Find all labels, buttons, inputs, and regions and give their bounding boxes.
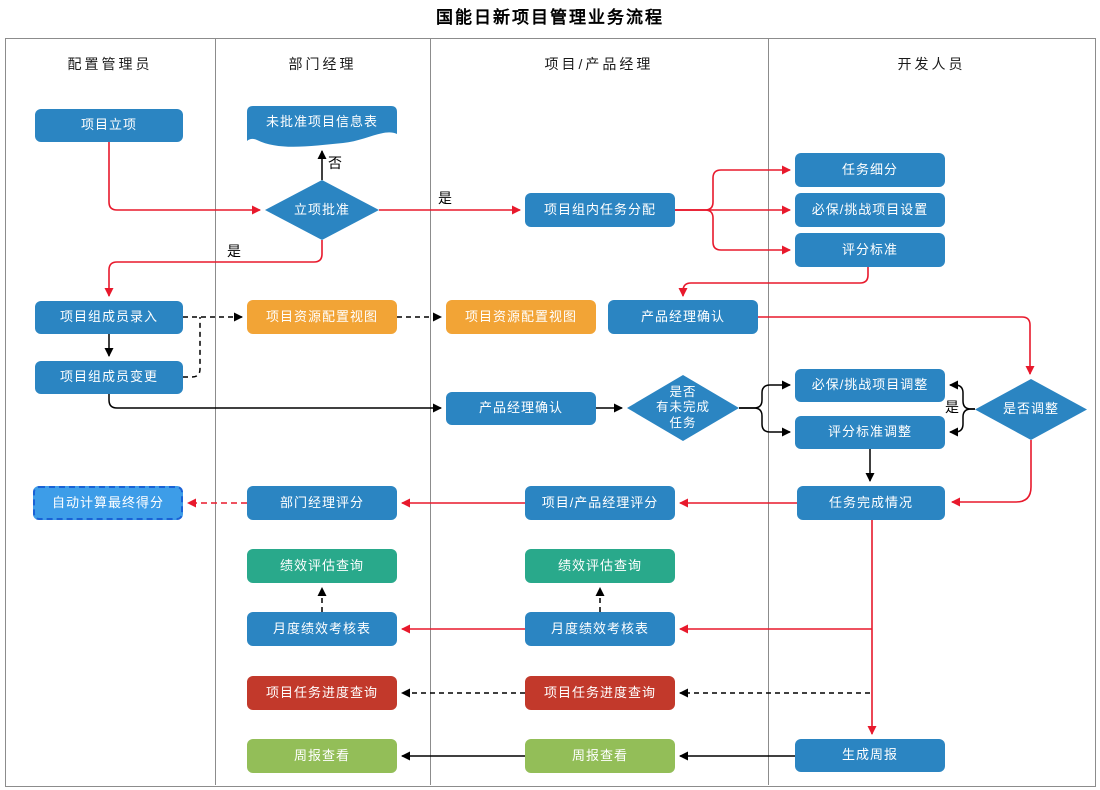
edge-label-yes-adjust: 是 [945,399,959,415]
node-label: 必保/挑战项目调整 [811,377,929,393]
edge-label-yes-right: 是 [438,190,452,206]
node-project-initiation[interactable]: 项目立项 [35,109,183,142]
node-team-member-change[interactable]: 项目组成员变更 [35,361,183,394]
node-must-challenge-setup[interactable]: 必保/挑战项目设置 [795,193,945,227]
node-task-breakdown[interactable]: 任务细分 [795,153,945,187]
document-shape [247,106,397,147]
node-label: 项目/产品经理评分 [541,494,659,510]
node-label: 周报查看 [293,747,350,763]
node-approval-decision[interactable]: 立项批准 [265,180,379,240]
edge-assignment-to-scoring-standard [675,209,791,255]
node-label: 评分标准 [841,241,898,257]
node-label: 项目立项 [80,117,137,133]
node-pm-score[interactable]: 项目/产品经理评分 [525,486,675,520]
lane-header-dept-manager: 部门经理 [288,56,357,72]
node-label: 项目组成员录入 [59,309,158,325]
node-pm-confirm-top[interactable]: 产品经理确认 [608,300,758,334]
node-perf-eval-query-pm[interactable]: 绩效评估查询 [525,549,675,583]
node-perf-eval-query-dept[interactable]: 绩效评估查询 [247,549,397,583]
node-label: 部门经理评分 [279,494,364,510]
swimlane-pool [5,38,1096,787]
node-label: 项目资源配置视图 [265,308,378,324]
diagram-title: 国能日新项目管理业务流程 [436,8,664,27]
node-weekly-report-view-pm[interactable]: 周报查看 [525,739,675,773]
node-adjust-decision[interactable]: 是否调整 [975,379,1087,440]
edge-assignment-to-task-breakdown [675,165,791,211]
node-label: 任务完成情况 [828,494,913,510]
node-label: 未批准项目信息表 [265,114,378,130]
node-task-progress-query-pm[interactable]: 项目任务进度查询 [525,676,675,710]
edge-adjust-decision-to-task-completion [951,440,1032,507]
edge-scoring-standard-to-pm-confirm [678,267,869,297]
diamond-shape [627,375,739,441]
node-unfinished-task-decision[interactable]: 是否 有未完成 任务 [627,375,739,441]
node-label: 项目组成员变更 [59,369,158,385]
lane-header-config-admin: 配置管理员 [67,56,153,72]
node-label: 是否调整 [1002,401,1059,417]
node-task-progress-query-dept[interactable]: 项目任务进度查询 [247,676,397,710]
node-label: 自动计算最终得分 [51,494,164,510]
edge-pm-confirm-to-adjust-decision [758,316,1035,375]
node-team-task-assignment[interactable]: 项目组内任务分配 [525,193,675,227]
node-generate-weekly-report[interactable]: 生成周报 [795,739,945,772]
node-weekly-report-view-dept[interactable]: 周报查看 [247,739,397,773]
node-label: 项目资源配置视图 [464,308,577,324]
node-monthly-perf-table-pm[interactable]: 月度绩效考核表 [525,612,675,646]
edge-label-no: 否 [328,155,342,171]
lane-divider-2 [430,38,431,785]
node-label: 产品经理确认 [478,400,563,416]
node-must-challenge-adjust[interactable]: 必保/挑战项目调整 [795,369,945,402]
diamond-shape [265,180,379,240]
node-dept-manager-score[interactable]: 部门经理评分 [247,486,397,520]
diamond-shape [975,379,1087,440]
edge-initiation-to-approval [108,142,261,215]
node-label: 必保/挑战项目设置 [811,201,929,217]
node-pm-confirm-mid[interactable]: 产品经理确认 [446,392,596,425]
node-task-completion[interactable]: 任务完成情况 [797,486,945,520]
node-auto-final-score[interactable]: 自动计算最终得分 [33,486,183,520]
node-label: 评分标准调整 [827,424,912,440]
node-team-member-entry[interactable]: 项目组成员录入 [35,301,183,334]
node-label: 绩效评估查询 [279,557,364,573]
lane-divider-3 [768,38,769,785]
node-scoring-adjust[interactable]: 评分标准调整 [795,416,945,449]
node-label: 项目任务进度查询 [543,684,656,700]
edge-adjust-yes-to-scoring-adjust [949,408,975,437]
edge-adjust-yes-to-must-challenge-adjust [949,380,975,410]
edge-member-change-join [183,317,201,378]
node-label: 月度绩效考核表 [550,620,649,636]
node-label: 立项批准 [293,201,350,217]
node-scoring-standard[interactable]: 评分标准 [795,233,945,267]
node-label: 周报查看 [571,747,628,763]
node-label: 是否 有未完成 任务 [655,384,710,430]
edge-unfinished-to-must-challenge-adjust [739,380,791,409]
node-monthly-perf-table-dept[interactable]: 月度绩效考核表 [247,612,397,646]
node-unapproved-project-info[interactable]: 未批准项目信息表 [247,106,397,147]
edge-label-yes-down: 是 [227,243,241,259]
edge-approval-yes-to-member-entry [104,240,323,297]
node-label: 绩效评估查询 [557,557,642,573]
node-label: 任务细分 [841,161,898,177]
node-resource-config-view-dept[interactable]: 项目资源配置视图 [247,300,397,334]
node-label: 月度绩效考核表 [272,620,371,636]
edge-unfinished-to-scoring-adjust [739,407,791,437]
lane-header-project-product-manager: 项目/产品经理 [544,56,654,72]
lane-divider-1 [215,38,216,785]
node-label: 项目任务进度查询 [265,684,378,700]
node-label: 项目组内任务分配 [543,201,656,217]
node-label: 产品经理确认 [640,308,725,324]
node-label: 生成周报 [841,747,898,763]
node-resource-config-view-pm[interactable]: 项目资源配置视图 [446,300,596,334]
edge-member-change-to-pm-confirm-mid [108,394,442,413]
lane-header-developer: 开发人员 [897,56,966,72]
